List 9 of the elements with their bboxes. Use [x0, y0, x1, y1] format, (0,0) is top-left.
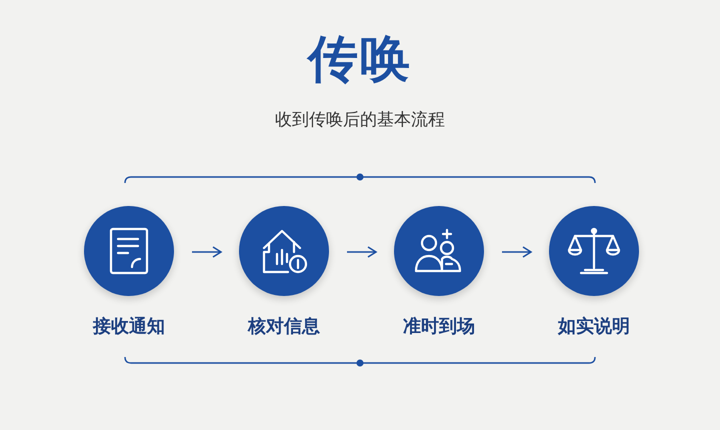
arrow: [502, 246, 532, 258]
subtitle: 收到传唤后的基本流程: [275, 109, 445, 131]
arrow: [347, 246, 377, 258]
title: 传唤: [308, 29, 412, 90]
step-label: 核对信息: [248, 315, 320, 338]
step-label: 接收通知: [93, 315, 165, 338]
arrow: [192, 246, 222, 258]
step-label: 准时到场: [403, 315, 475, 338]
step-label: 如实说明: [558, 315, 630, 338]
